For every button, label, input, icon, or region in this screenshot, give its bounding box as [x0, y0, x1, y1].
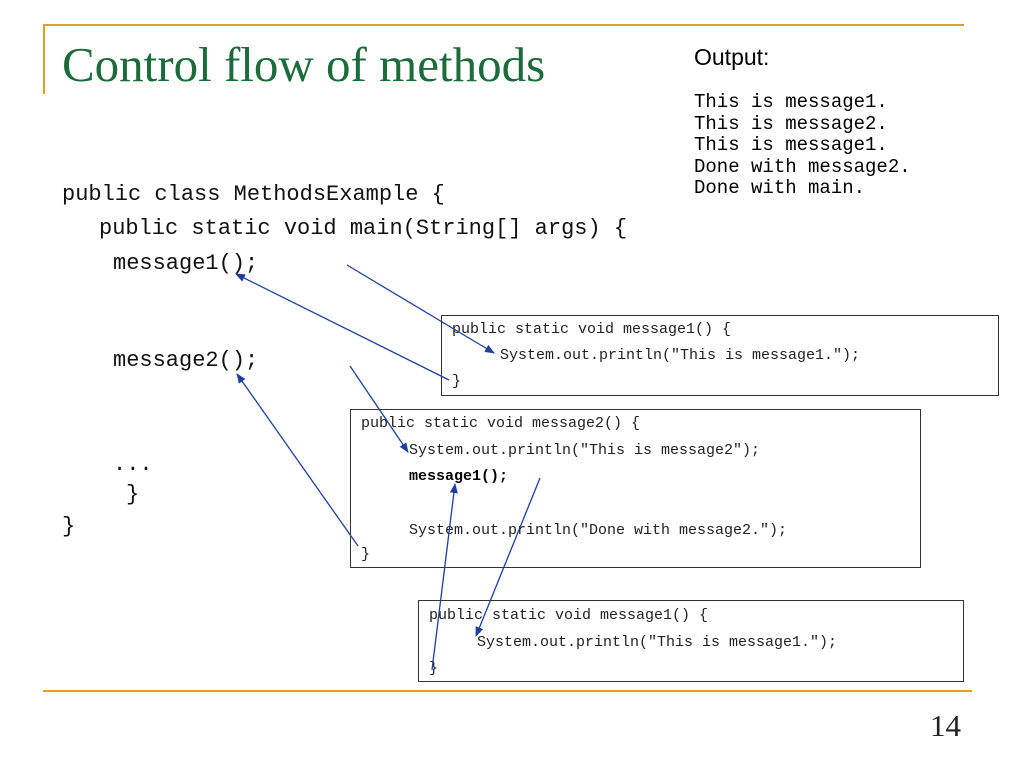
slide-title: Control flow of methods [62, 37, 546, 92]
message1-method-box: public static void message1() { System.o… [441, 315, 999, 396]
output-label: Output: [694, 44, 770, 70]
main-method-close-brace: } [126, 482, 140, 507]
left-accent-rule [43, 24, 45, 94]
message1-close-brace: } [452, 373, 462, 390]
return-arrow-message2-to-main [236, 373, 359, 547]
main-call-message2: message2(); [113, 348, 259, 373]
message2-close-brace: } [361, 546, 371, 563]
return-arrow-message1-to-main [235, 273, 450, 381]
main-ellipsis: ... [113, 452, 153, 477]
main-call-message1: message1(); [113, 251, 259, 276]
message2-method-box: public static void message2() { System.o… [350, 409, 921, 568]
nested-message1-close-brace: } [429, 660, 439, 677]
main-method-declaration: public static void main(String[] args) { [99, 216, 628, 241]
output-line: Done with main. [694, 177, 866, 199]
output-line: Done with message2. [694, 155, 911, 178]
output-line: This is message2. [694, 112, 888, 135]
message2-call-message1: message1(); [409, 468, 509, 485]
top-rule [43, 24, 964, 26]
nested-message1-method-box: public static void message1() { System.o… [418, 600, 964, 682]
message1-signature: public static void message1() { [452, 321, 732, 338]
main-class-declaration: public class MethodsExample { [62, 182, 445, 207]
page-number: 14 [930, 708, 961, 743]
nested-message1-println: System.out.println("This is message1."); [477, 634, 838, 651]
message2-println: System.out.println("This is message2"); [409, 442, 761, 459]
message2-signature: public static void message2() { [361, 415, 641, 432]
message2-println-done: System.out.println("Done with message2."… [409, 522, 788, 539]
nested-message1-signature: public static void message1() { [429, 607, 709, 624]
class-close-brace: } [62, 514, 76, 539]
output-lines: This is message1. This is message2. This… [694, 91, 911, 200]
message1-println: System.out.println("This is message1."); [500, 347, 861, 364]
output-line: This is message1. [694, 91, 888, 113]
bottom-rule [43, 690, 972, 692]
output-line: This is message1. [694, 134, 888, 156]
